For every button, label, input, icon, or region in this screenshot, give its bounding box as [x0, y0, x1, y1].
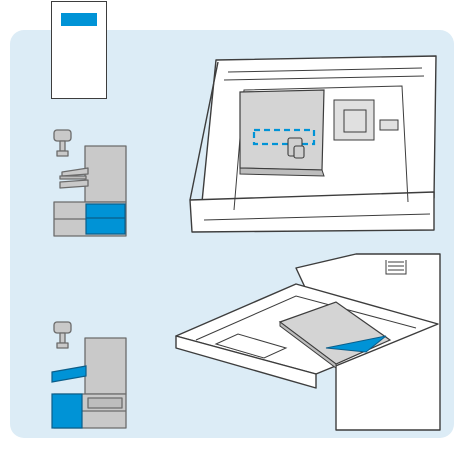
- paper-sheet-icon: [51, 1, 107, 99]
- paper-stack: [240, 90, 324, 170]
- paper-tray-illustration: [184, 50, 442, 234]
- printer-tray-icon: [50, 128, 132, 240]
- paper-header-bar: [61, 13, 97, 26]
- highlighted-bypass-tray: [52, 366, 86, 382]
- printer-bypass-icon: [50, 320, 132, 432]
- bypass-tray-illustration: [176, 244, 440, 430]
- highlighted-tray: [86, 204, 125, 234]
